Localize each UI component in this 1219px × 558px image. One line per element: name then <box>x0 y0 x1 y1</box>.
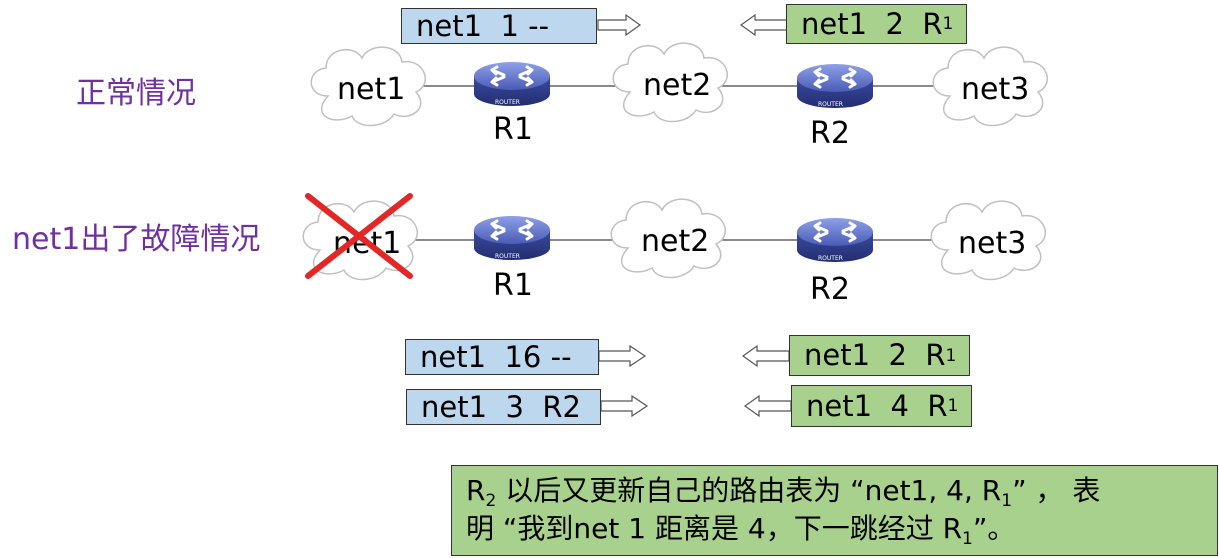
update-box-r1-failure-second: net1 3 R2 <box>406 389 601 425</box>
router-r2-normal-label: R2 <box>810 116 850 151</box>
scenario-failure-label: net1出了故障情况 <box>12 222 261 257</box>
net2-failure-label: net2 <box>641 224 710 259</box>
explanation-note: R2 以后又更新自己的路由表为 “net1, 4, R1” ， 表 明 “我到n… <box>451 465 1218 556</box>
arrow-left-normal <box>739 13 788 37</box>
arrow-right-failure-2 <box>600 394 649 418</box>
net2-normal-label: net2 <box>643 68 712 103</box>
router-r1-failure-badge: ROUTER <box>495 253 520 260</box>
net1-normal-label: net1 <box>337 72 406 107</box>
arrow-left-failure-2 <box>743 394 792 418</box>
scenario-normal-label: 正常情况 <box>76 76 196 111</box>
router-r1-normal-badge: ROUTER <box>495 99 520 106</box>
update-box-r1-normal: net1 1 -- <box>401 8 597 44</box>
router-r2-failure-label: R2 <box>810 272 850 307</box>
router-r1-failure-label: R1 <box>493 268 533 303</box>
arrow-right-normal <box>597 13 642 37</box>
router-r2-normal-badge: ROUTER <box>818 101 843 108</box>
net3-failure-label: net3 <box>958 226 1027 261</box>
router-r2-failure-badge: ROUTER <box>818 255 843 262</box>
arrow-right-failure-1 <box>598 344 647 368</box>
note-line-1: R2 以后又更新自己的路由表为 “net1, 4, R1” ， 表 <box>466 474 1101 511</box>
net3-normal-label: net3 <box>961 72 1030 107</box>
note-line-2: 明 “我到net 1 距离是 4，下一跳经过 R1”。 <box>466 512 1016 549</box>
arrow-left-failure-1 <box>741 344 790 368</box>
update-box-r1-failure-first: net1 16 -- <box>405 339 599 375</box>
router-r1-normal-label: R1 <box>493 112 533 147</box>
